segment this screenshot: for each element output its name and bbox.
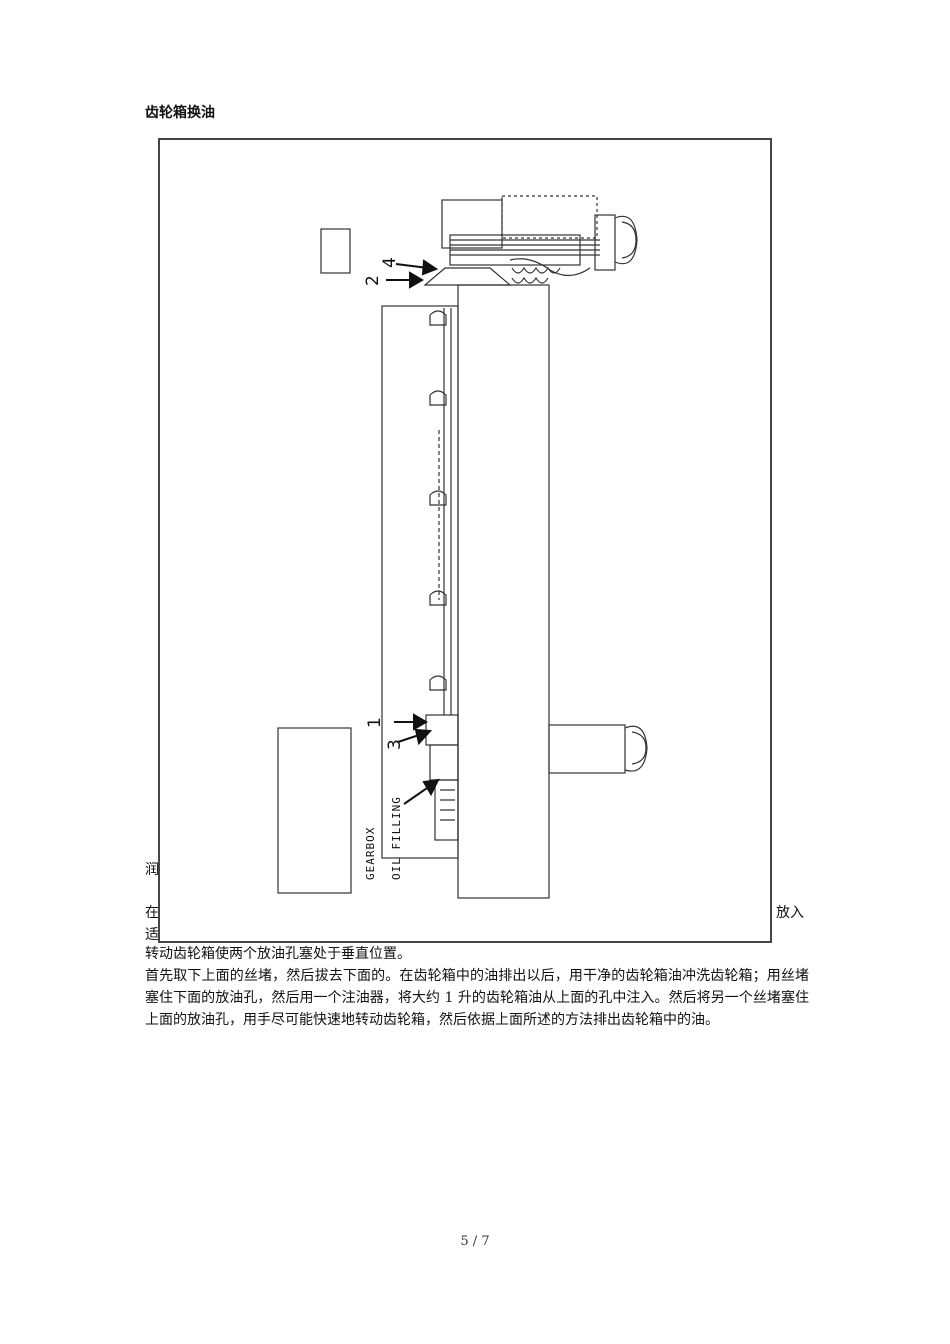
gearbox-diagram: 4 2 1 3 GEARBOX OIL FILLING (158, 138, 772, 943)
section-heading: 齿轮箱换油 (145, 105, 215, 121)
hidden-text-fragment-3: 适 (145, 927, 159, 943)
paragraph-rotate-gearbox: 转动齿轮箱使两个放油孔塞处于垂直位置。 (145, 946, 411, 962)
arrow-1 (394, 713, 428, 731)
label-2: 2 (363, 275, 383, 286)
arrow-3 (397, 728, 433, 746)
bottom-gear-assembly (425, 714, 648, 841)
label-4: 4 (380, 257, 400, 268)
label-3: 3 (385, 739, 405, 750)
bolt-row (429, 310, 447, 691)
caption-oil-filling: OIL FILLING (390, 796, 403, 880)
caption-gearbox: GEARBOX (364, 827, 377, 880)
page-number: 5 / 7 (460, 1234, 490, 1249)
arrow-4 (395, 259, 439, 276)
arrow-filling (403, 778, 440, 805)
label-1: 1 (365, 717, 385, 728)
gearbox-drawing: 4 2 1 3 GEARBOX OIL FILLING (277, 195, 648, 899)
paragraph-oil-change-steps: 首先取下上面的丝堵，然后拔去下面的。在齿轮箱中的油排出以后，用干净的齿轮箱油冲洗… (145, 968, 809, 1028)
hidden-text-fragment-2: 在 (145, 905, 159, 921)
reference-box-bottom (277, 727, 352, 894)
housing-main (457, 284, 550, 899)
arrows (386, 259, 440, 805)
housing-left (381, 305, 459, 859)
reference-box-top (320, 228, 351, 274)
top-gear-assembly (423, 195, 638, 286)
hidden-text-fragment-right: 放入 (776, 905, 804, 921)
arrow-2 (386, 271, 424, 289)
hidden-text-fragment-1: 润 (145, 862, 159, 878)
